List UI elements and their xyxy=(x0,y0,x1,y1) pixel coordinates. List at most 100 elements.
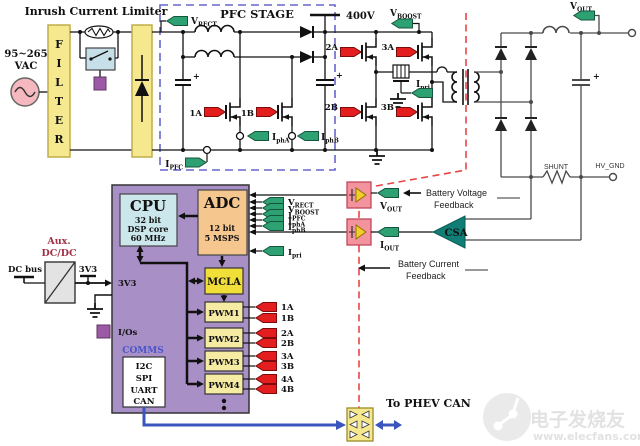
filter-letter: R xyxy=(54,133,64,146)
adc-inputs: VRECT VBOOST IPFC IphA IphB Ipri xyxy=(249,192,347,260)
adc-box: ADC 12 bit 5 MSPS xyxy=(197,189,248,256)
arrowhead xyxy=(105,279,112,287)
ipha-sense-node xyxy=(235,131,245,141)
pwm3-label: PWM3 xyxy=(208,358,239,368)
aux-3v3-rail: 3V3 xyxy=(79,265,98,283)
isolation-barrier-line xyxy=(358,13,467,441)
pwm2-box xyxy=(204,327,244,349)
current-transformer xyxy=(392,64,411,94)
plus-sign: + xyxy=(336,70,343,80)
pwm-bus-arrows xyxy=(187,308,204,388)
adc-in-vrect: VRECT xyxy=(287,198,314,210)
iphb-label: IphB xyxy=(321,133,339,145)
bus-voltage-label: 400V xyxy=(346,11,375,22)
cpu-line1: 32 bit xyxy=(135,215,162,225)
csa-label: CSA xyxy=(445,228,468,239)
aux-dcdc-converter xyxy=(44,261,76,304)
cpu-box: CPU 32 bit DSP core 60 MHz xyxy=(119,193,178,247)
comms-uart: UART xyxy=(131,386,159,396)
pfc-input-cap: + xyxy=(175,71,200,86)
dc-bus-400v: + xyxy=(310,13,343,150)
watermark-logo: 电子发烧友 www.elecfans.com xyxy=(483,393,640,443)
comms-spi: SPI xyxy=(136,374,153,384)
pwm-out-4b: 4B xyxy=(281,385,294,395)
csa-amplifier: CSA xyxy=(431,215,468,249)
bypass-relay xyxy=(85,47,116,71)
mcla-box xyxy=(204,267,244,295)
ellipsis-dot xyxy=(221,398,227,404)
output-cap: + xyxy=(572,71,600,86)
hv-gnd-terminal xyxy=(608,172,618,182)
ios-connector xyxy=(96,324,111,339)
battery-current-text2: Feedback xyxy=(406,271,446,281)
pwm-out-3b: 3B xyxy=(281,362,294,372)
adc-in-vboost: VBOOST xyxy=(287,205,320,217)
comms-box: I2C SPI UART CAN xyxy=(122,356,166,408)
arrowhead xyxy=(197,277,204,285)
pwm1-box xyxy=(204,301,244,323)
arrowhead xyxy=(220,295,228,302)
junction-dots xyxy=(181,30,434,152)
vout-fb-label: VOUT xyxy=(379,202,402,214)
pwm-boxes: PWM1 PWM2 PWM3 PWM4 xyxy=(204,301,244,395)
arrowhead xyxy=(136,245,144,252)
filter-letter: F xyxy=(55,38,63,51)
pwm-output-tags: 1A 1B 2A 2B 3A 3B 4A 4B xyxy=(243,302,294,395)
arrowhead xyxy=(218,260,226,267)
filter-letter: I xyxy=(56,57,61,70)
gate-3b-label: 3B xyxy=(381,103,394,113)
cpu-line3: 60 MHz xyxy=(131,233,166,243)
dc-bus-symbol xyxy=(14,275,45,284)
pwm4-box xyxy=(204,373,244,395)
phev-can-label: To PHEV CAN xyxy=(386,397,471,410)
pwm1-label: PWM1 xyxy=(208,309,239,319)
vout-isolation-amp xyxy=(346,181,372,209)
adc-line1: 12 bit xyxy=(209,223,236,233)
filter-block: F I L T E R xyxy=(47,24,71,158)
ipha-label: IphA xyxy=(272,133,290,145)
internal-bus xyxy=(140,261,189,384)
output-wires xyxy=(465,14,629,241)
arrowhead xyxy=(188,277,195,285)
pwm-out-3a: 3A xyxy=(281,352,294,362)
aux-label-2: DC/DC xyxy=(41,248,77,259)
pwm3-box xyxy=(204,350,244,372)
boost-diode-a xyxy=(300,26,314,38)
filter-letter: E xyxy=(55,114,63,127)
output-diodes xyxy=(495,46,537,131)
ac-unit-label: VAC xyxy=(14,61,38,72)
pwm-out-1a: 1A xyxy=(281,303,294,313)
vrect-label: VRECT xyxy=(190,17,217,29)
relay-coil xyxy=(93,76,107,91)
can-bus-line xyxy=(142,407,337,427)
gate-2a-label: 2A xyxy=(325,43,338,53)
watermark-url: www.elecfans.com xyxy=(533,430,640,443)
arrowhead xyxy=(178,212,185,220)
main-transformer xyxy=(451,69,480,105)
battery-voltage-feedback: Battery Voltage Feedback xyxy=(403,188,520,210)
aux-3v3-label: 3V3 xyxy=(79,265,98,275)
adc-line2: 5 MSPS xyxy=(205,233,240,243)
dc-bus-label: DC bus xyxy=(8,265,42,275)
gate-2b-label: 2B xyxy=(325,103,338,113)
junction-dots-output xyxy=(499,31,601,179)
plus-sign: + xyxy=(193,71,200,81)
boost-diode-b xyxy=(300,51,314,63)
mcu-ios-label: I/Os xyxy=(118,328,137,338)
gate-1a-label: 1A xyxy=(189,109,202,119)
inrush-resistor xyxy=(84,25,114,39)
ipfc-label: IPFC xyxy=(165,160,183,172)
filter-letter: T xyxy=(55,95,64,108)
wire xyxy=(413,22,420,32)
pwm4-label: PWM4 xyxy=(208,381,239,391)
plus-sign: + xyxy=(593,71,600,81)
battery-voltage-text2: Feedback xyxy=(434,200,474,210)
comms-i2c: I2C xyxy=(136,362,153,372)
arrowhead xyxy=(136,256,144,263)
cpu-line2: DSP core xyxy=(127,224,168,234)
bridge-wires xyxy=(325,31,457,150)
shunt-label: SHUNT xyxy=(544,164,569,171)
filter-letter: L xyxy=(55,76,63,89)
adc-title: ADC xyxy=(203,194,241,212)
